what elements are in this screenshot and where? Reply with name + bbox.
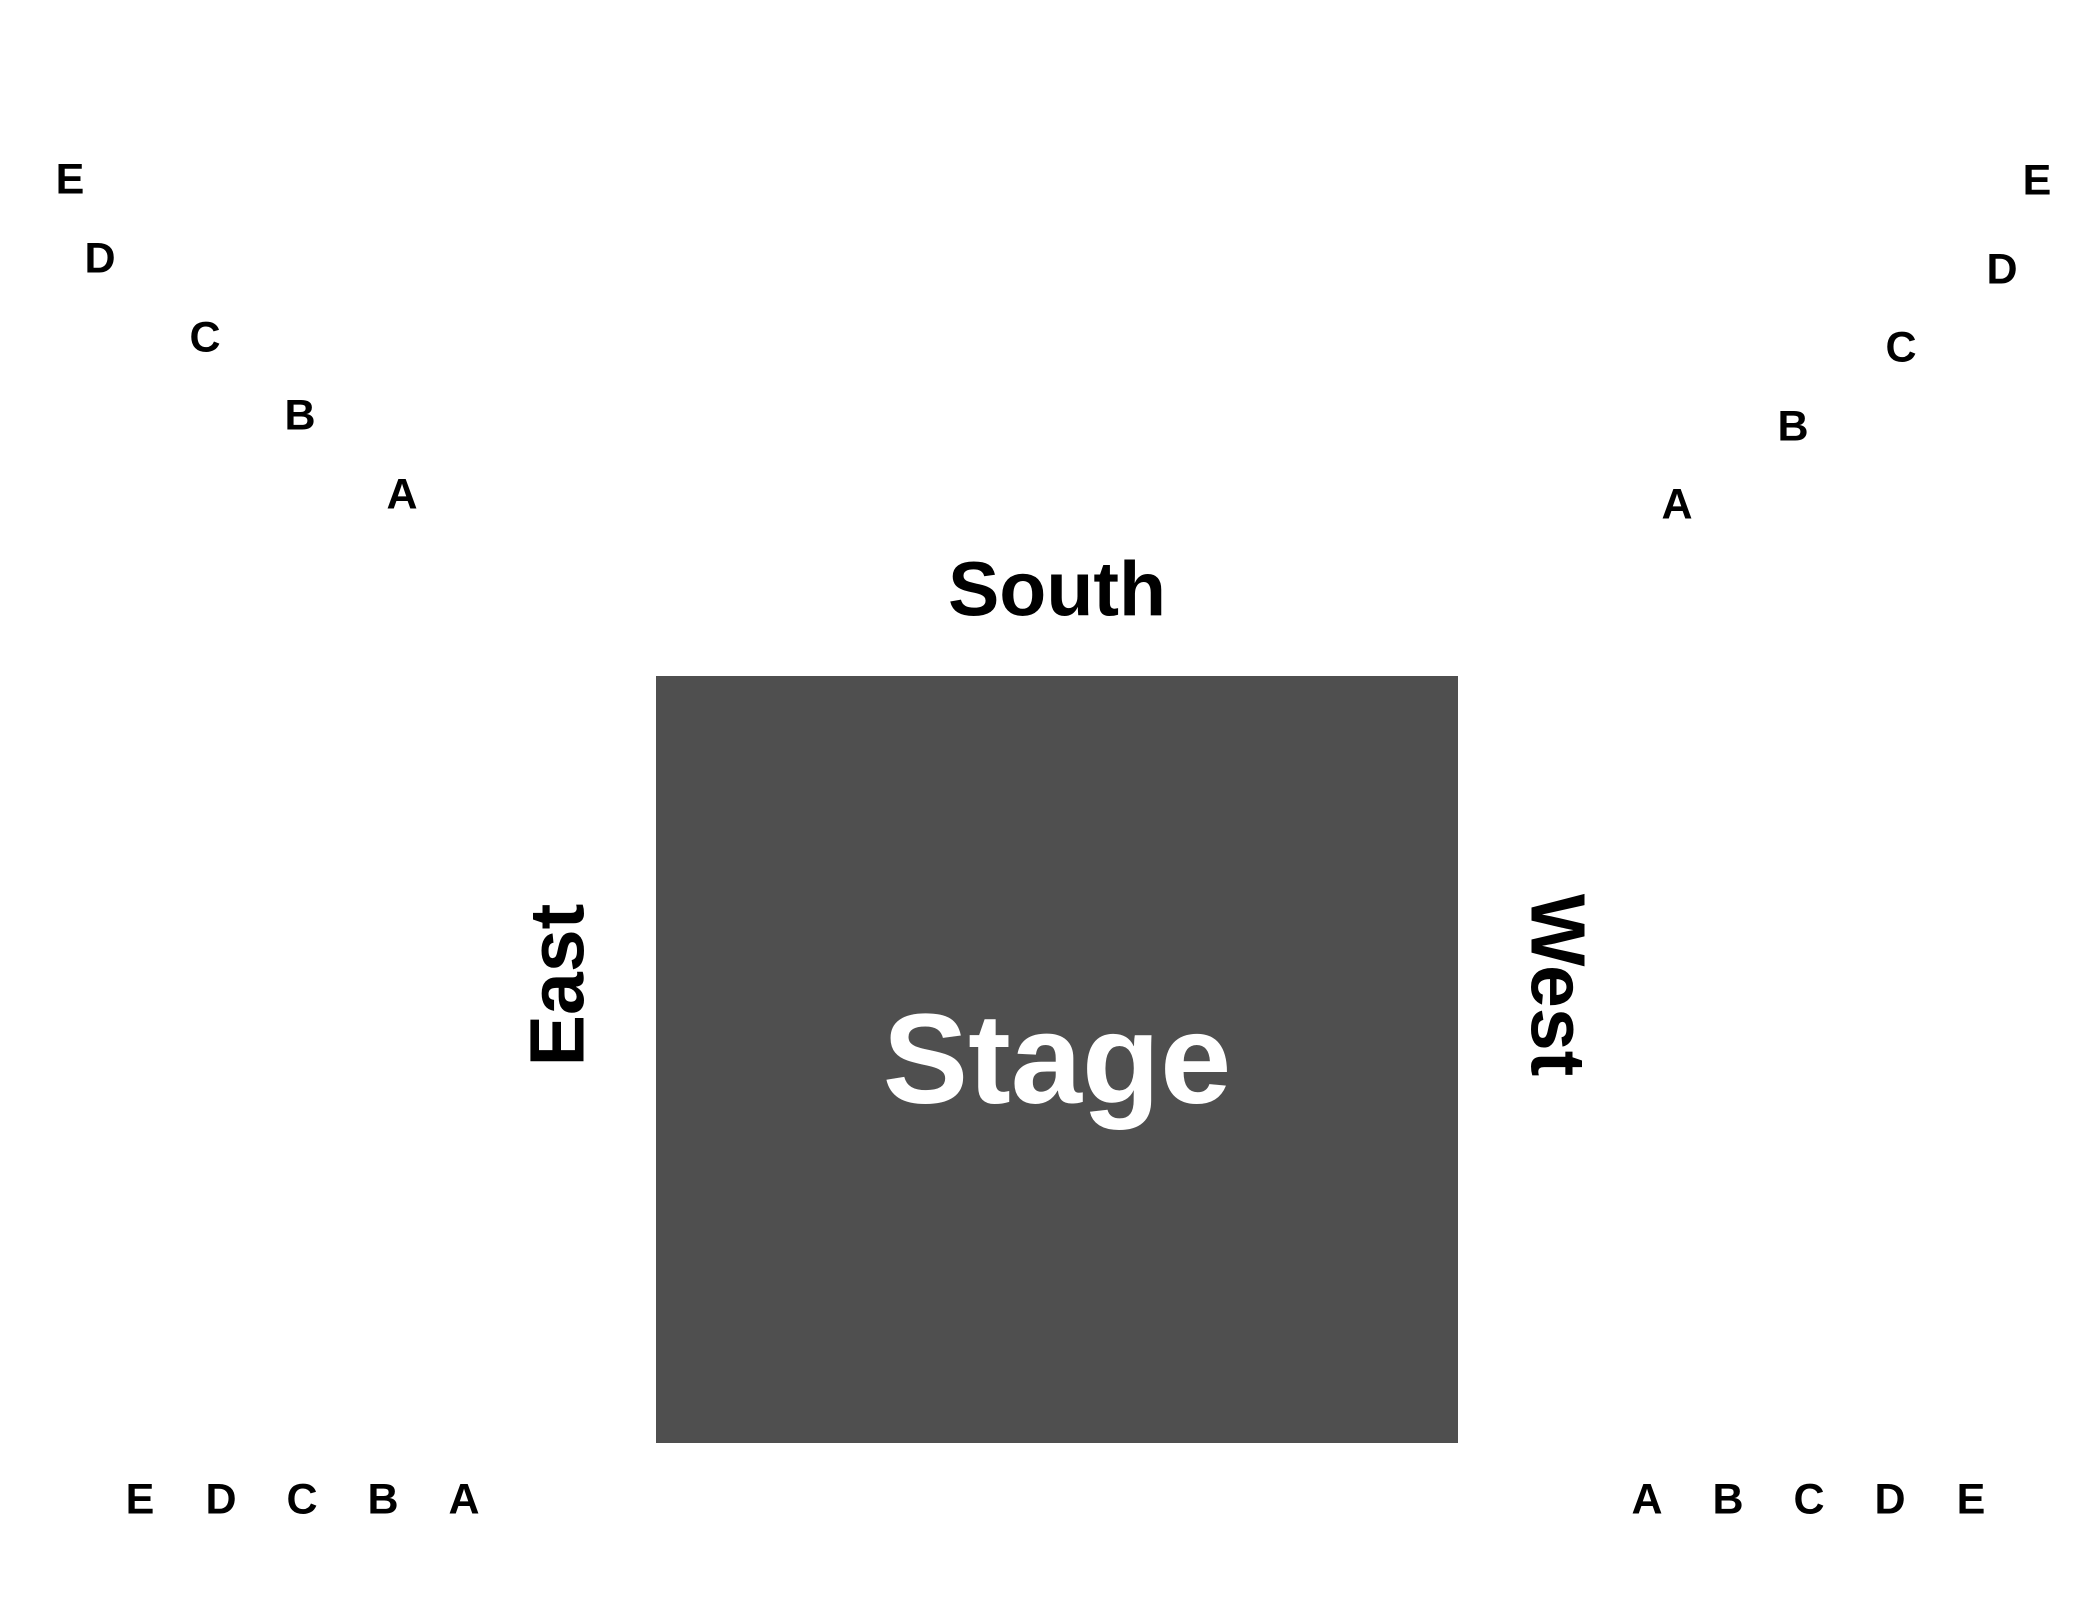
row-label-lower-left-e: E <box>125 1475 155 1524</box>
row-label-upper-right-c: C <box>1885 323 1917 372</box>
row-label-upper-left-b: B <box>284 391 316 440</box>
row-label-lower-left-c: C <box>286 1475 318 1524</box>
row-label-upper-left-d: D <box>84 234 116 283</box>
row-label-upper-left-e: E <box>55 155 85 204</box>
row-label-upper-right-b: B <box>1777 402 1809 451</box>
row-label-lower-right-a: A <box>1631 1475 1663 1524</box>
row-label-lower-right-b: B <box>1712 1475 1744 1524</box>
section-label-east: East <box>514 903 601 1067</box>
row-label-lower-right-c: C <box>1793 1475 1825 1524</box>
row-label-upper-left-a: A <box>386 470 418 519</box>
row-label-lower-right-d: D <box>1874 1475 1906 1524</box>
stage-label: Stage <box>882 988 1232 1131</box>
row-label-lower-left-d: D <box>205 1475 237 1524</box>
row-label-upper-right-a: A <box>1661 480 1693 529</box>
section-label-south: South <box>947 546 1167 633</box>
row-label-upper-right-d: D <box>1986 245 2018 294</box>
stage-area <box>656 676 1458 1443</box>
row-label-upper-left-c: C <box>189 313 221 362</box>
row-label-lower-left-b: B <box>367 1475 399 1524</box>
row-label-upper-right-e: E <box>2022 156 2052 205</box>
section-label-west: West <box>1514 893 1601 1077</box>
row-label-lower-right-e: E <box>1956 1475 1986 1524</box>
row-label-lower-left-a: A <box>448 1475 480 1524</box>
